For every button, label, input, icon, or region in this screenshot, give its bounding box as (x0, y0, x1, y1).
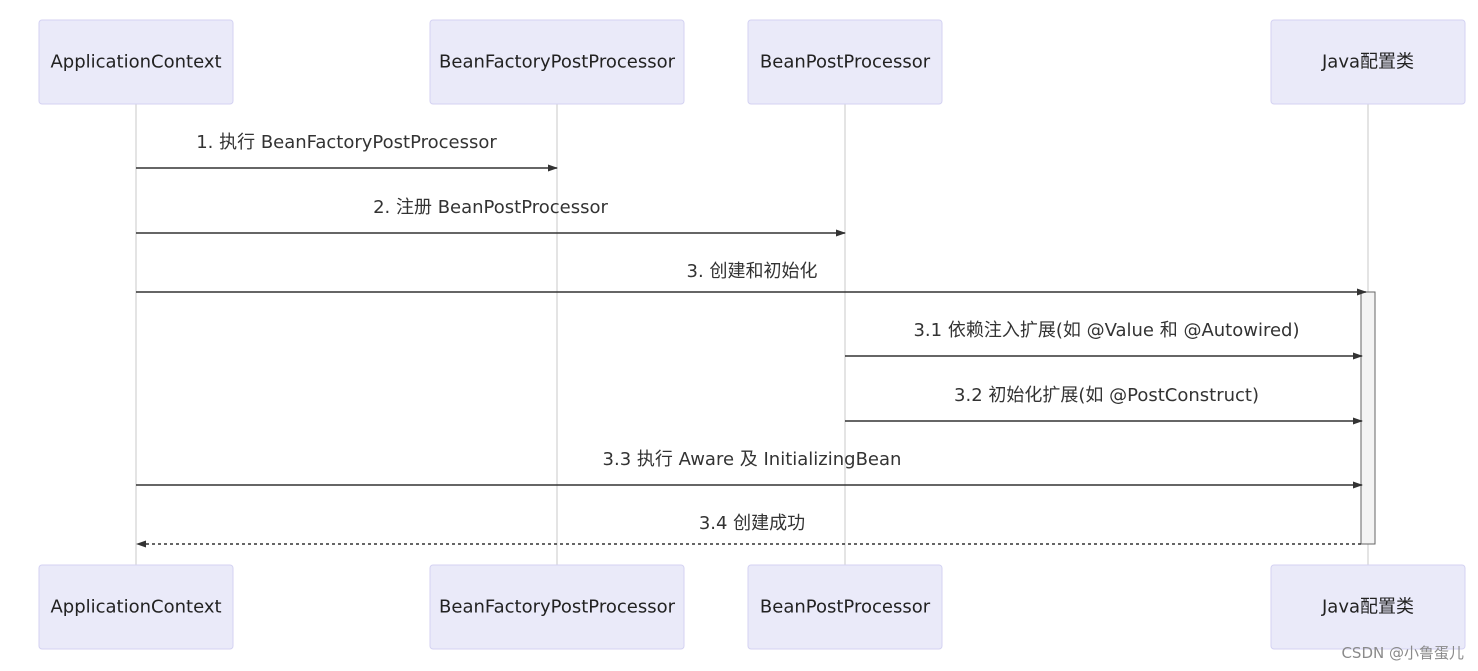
participant-label: Java配置类 (1321, 597, 1414, 618)
participant-label: BeanPostProcessor (760, 52, 931, 73)
message-1: 1. 执行 BeanFactoryPostProcessor (136, 132, 558, 172)
message-7: 3.4 创建成功 (136, 513, 1361, 548)
participant-label: BeanFactoryPostProcessor (439, 597, 676, 618)
participant-label: ApplicationContext (50, 52, 221, 73)
message-5: 3.2 初始化扩展(如 @PostConstruct) (845, 385, 1363, 425)
participant-label: Java配置类 (1321, 52, 1414, 73)
participant-bpp-bottom: BeanPostProcessor (747, 564, 943, 650)
participant-box (38, 19, 234, 105)
participant-label: ApplicationContext (50, 597, 221, 618)
message-label: 2. 注册 BeanPostProcessor (373, 197, 608, 218)
participant-box (747, 19, 943, 105)
message-label: 3. 创建和初始化 (687, 261, 818, 282)
participant-box (747, 564, 943, 650)
participant-ctx-top: ApplicationContext (38, 19, 234, 105)
message-6: 3.3 执行 Aware 及 InitializingBean (136, 449, 1363, 489)
message-label: 1. 执行 BeanFactoryPostProcessor (196, 132, 497, 153)
participant-bfpp-top: BeanFactoryPostProcessor (429, 19, 685, 105)
participant-bfpp-bottom: BeanFactoryPostProcessor (429, 564, 685, 650)
message-label: 3.3 执行 Aware 及 InitializingBean (603, 449, 902, 470)
message-label: 3.4 创建成功 (699, 513, 805, 534)
participant-ctx-bottom: ApplicationContext (38, 564, 234, 650)
participant-box (429, 19, 685, 105)
participant-box (38, 564, 234, 650)
participant-label: BeanFactoryPostProcessor (439, 52, 676, 73)
csdn-watermark: CSDN @小鲁蛋儿 (1341, 644, 1464, 662)
message-label: 3.1 依赖注入扩展(如 @Value 和 @Autowired) (913, 320, 1299, 341)
participant-box (1270, 564, 1466, 650)
participant-label: BeanPostProcessor (760, 597, 931, 618)
message-label: 3.2 初始化扩展(如 @PostConstruct) (954, 385, 1259, 406)
participant-box (429, 564, 685, 650)
participant-bpp-top: BeanPostProcessor (747, 19, 943, 105)
message-2: 2. 注册 BeanPostProcessor (136, 197, 846, 237)
message-3: 3. 创建和初始化 (136, 261, 1367, 296)
participant-cfg-top: Java配置类 (1270, 19, 1466, 105)
participant-cfg-bottom: Java配置类 (1270, 564, 1466, 650)
participant-box (1270, 19, 1466, 105)
activation-bar-cfg (1360, 291, 1376, 545)
message-4: 3.1 依赖注入扩展(如 @Value 和 @Autowired) (845, 320, 1363, 360)
